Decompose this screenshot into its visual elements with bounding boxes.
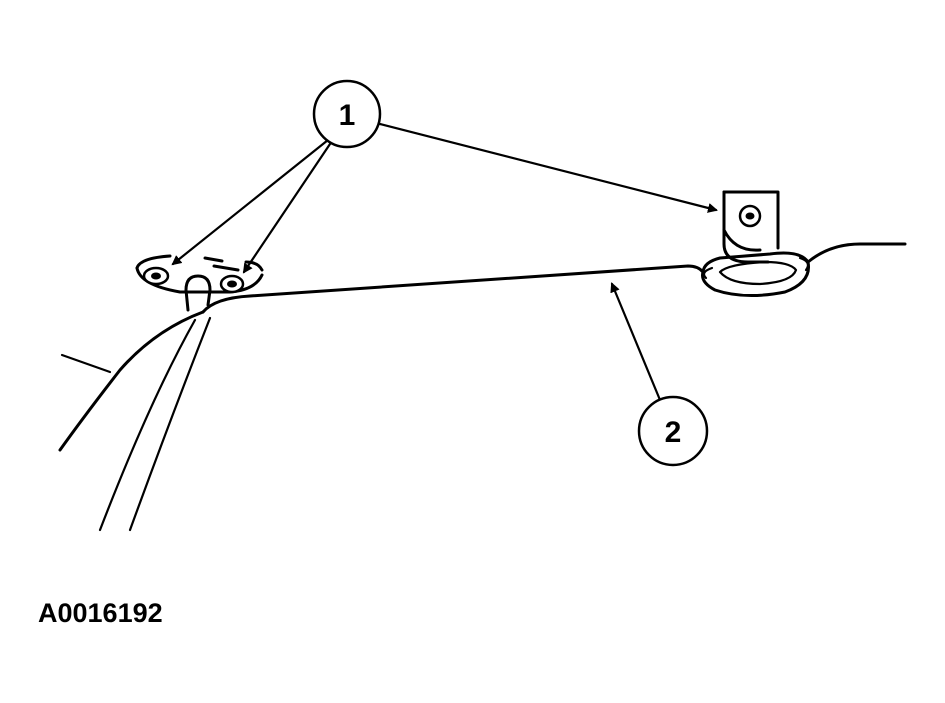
figure-id: A0016192: [38, 598, 163, 628]
headliner-panel: [58, 242, 907, 532]
screw-icon: [738, 204, 762, 228]
screw-icon: [142, 266, 170, 286]
callout-2-label: 2: [665, 416, 682, 449]
left-bracket: [135, 254, 264, 312]
right-bracket: [701, 190, 811, 298]
callout-1-label: 1: [339, 99, 356, 132]
callout-2: 2: [610, 282, 709, 467]
screw-icon: [219, 274, 245, 294]
callout-1: 1: [171, 79, 718, 274]
